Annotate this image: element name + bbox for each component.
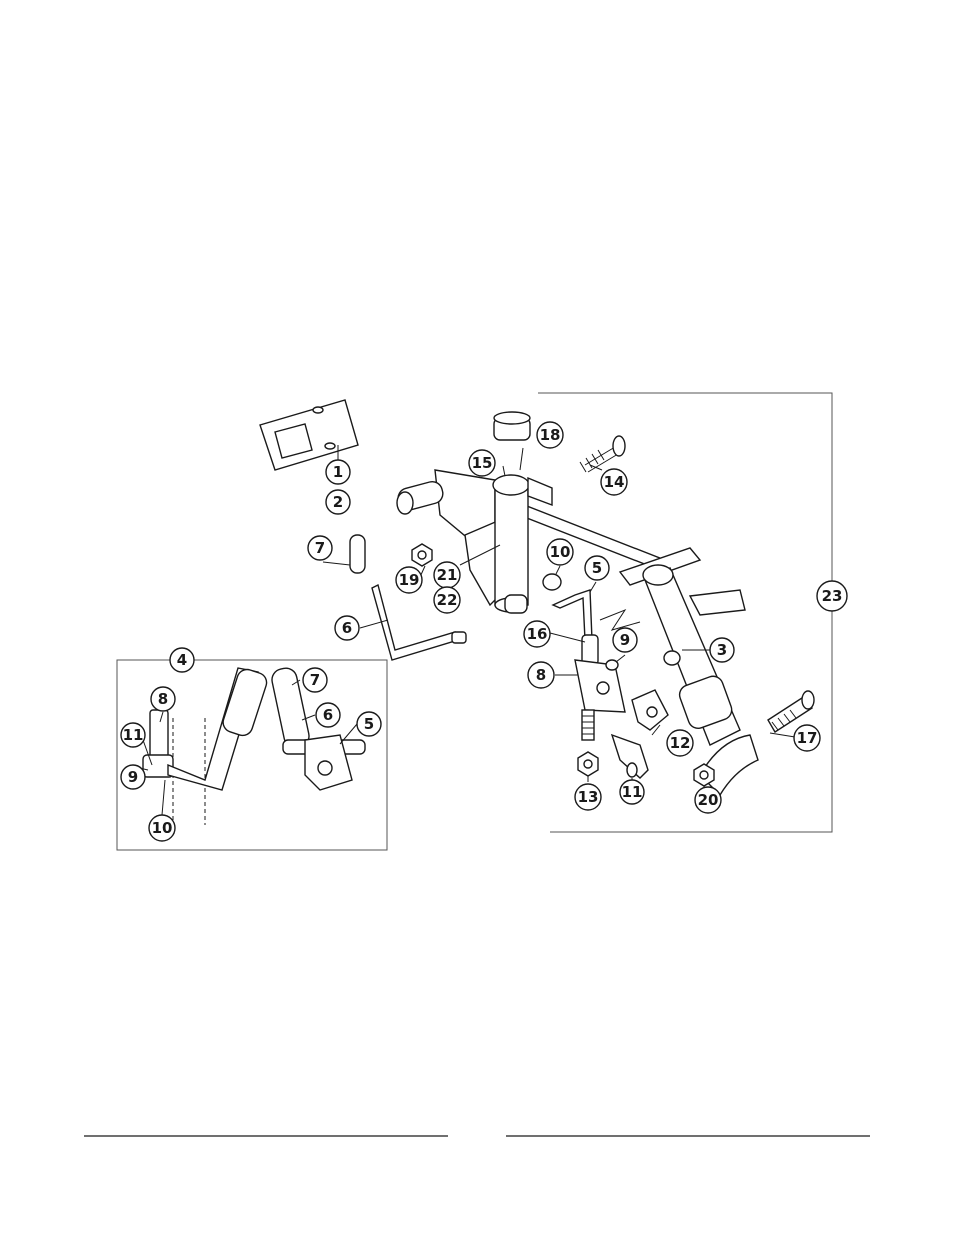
arm-3-part: [642, 564, 759, 797]
nut-13-part: [577, 751, 599, 777]
detail-inset-box: [116, 659, 388, 851]
svg-text:17: 17: [797, 729, 818, 747]
callout-9: 9: [612, 627, 638, 653]
svg-text:4: 4: [177, 651, 187, 669]
svg-text:12: 12: [670, 734, 691, 752]
svg-text:6: 6: [342, 619, 352, 637]
svg-text:13: 13: [578, 788, 599, 806]
svg-text:9: 9: [128, 768, 138, 786]
callout-11: 11: [619, 779, 645, 805]
svg-text:19: 19: [399, 571, 420, 589]
callout-2: 2: [325, 489, 351, 515]
svg-text:2: 2: [333, 493, 343, 511]
callout-13: 13: [574, 783, 602, 811]
svg-text:11: 11: [123, 726, 144, 744]
callout-10: 10: [546, 538, 574, 566]
inset-detail-drawing: [142, 667, 366, 825]
svg-text:7: 7: [310, 671, 320, 689]
svg-text:7: 7: [315, 539, 325, 557]
svg-text:15: 15: [472, 454, 493, 472]
svg-text:18: 18: [540, 426, 561, 444]
svg-text:21: 21: [437, 566, 458, 584]
callout-23: 23: [816, 580, 848, 612]
inset-callout-8: 8: [150, 686, 176, 712]
inset-callout-9: 9: [120, 764, 146, 790]
callout-17: 17: [793, 724, 821, 752]
svg-text:14: 14: [604, 473, 625, 491]
callout-6: 6: [334, 615, 360, 641]
callout-3: 3: [709, 637, 735, 663]
assembly-bracket-23: [538, 392, 833, 833]
callout-12: 12: [666, 729, 694, 757]
svg-text:6: 6: [323, 706, 333, 724]
ring-9-part: [605, 659, 619, 671]
callout-19: 19: [395, 566, 423, 594]
handle-lever-part: [349, 534, 467, 661]
main-assembly-drawing: [259, 399, 815, 797]
left-bracket-part: [396, 469, 506, 607]
nut-19-part: [411, 543, 433, 567]
svg-text:8: 8: [536, 666, 546, 684]
callout-5: 5: [584, 555, 610, 581]
cam-12-part: [631, 689, 669, 731]
svg-text:5: 5: [592, 559, 602, 577]
plate-part: [259, 399, 359, 471]
inset-callout-7: 7: [302, 667, 328, 693]
callout-16: 16: [523, 620, 551, 648]
callout-20: 20: [694, 786, 722, 814]
svg-text:11: 11: [622, 783, 643, 801]
callout-22: 22: [433, 586, 461, 614]
callout-8: 8: [527, 661, 555, 689]
svg-text:16: 16: [527, 625, 548, 643]
vertical-tube-part: [492, 411, 553, 614]
svg-text:1: 1: [333, 463, 343, 481]
callout-18: 18: [536, 421, 564, 449]
bolt-17-part: [767, 690, 815, 733]
inset-callout-5: 5: [356, 711, 382, 737]
nut-20-part: [693, 763, 715, 787]
svg-text:5: 5: [364, 715, 374, 733]
svg-text:22: 22: [437, 591, 458, 609]
callout-1: 1: [325, 459, 351, 485]
svg-text:10: 10: [550, 543, 571, 561]
svg-text:20: 20: [698, 791, 719, 809]
bolt-14-part: [579, 435, 626, 473]
callout-14: 14: [600, 468, 628, 496]
svg-text:9: 9: [620, 631, 630, 649]
svg-text:10: 10: [152, 819, 173, 837]
clip-11-part: [610, 733, 649, 779]
inset-callout-11: 11: [120, 722, 146, 748]
callout-21: 21: [433, 561, 461, 589]
svg-text:23: 23: [822, 587, 843, 605]
svg-text:3: 3: [717, 641, 727, 659]
callout-7: 7: [307, 535, 333, 561]
inset-callout-10: 10: [148, 814, 176, 842]
callout-15: 15: [468, 449, 496, 477]
svg-text:8: 8: [158, 690, 168, 708]
inset-callout-4: 4: [169, 647, 195, 673]
inset-callout-6: 6: [315, 702, 341, 728]
pin-block-part: [542, 573, 626, 741]
